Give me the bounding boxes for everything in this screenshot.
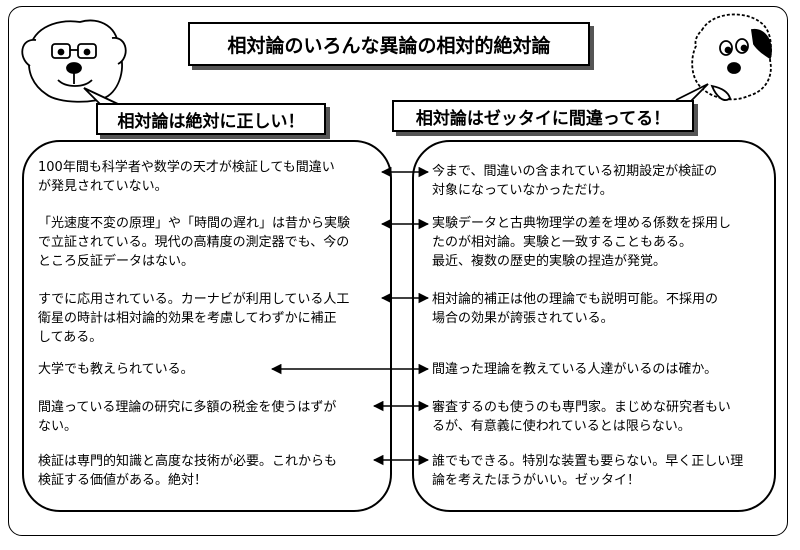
left-argument-2: 「光速度不変の原理」や「時間の遅れ」は昔から実験 で立証されている。現代の高精度… xyxy=(38,216,351,269)
right-callout-tail xyxy=(675,83,709,103)
left-argument-4: 大学でも教えられている。 xyxy=(38,362,194,377)
diagram-title: 相対論のいろんな異論の相対的絶対論 xyxy=(188,22,590,66)
right-argument-4: 間違った理論を教えている人達がいるのは確か。 xyxy=(432,362,718,377)
right-argument-3: 相対論的補正は他の理論でも説明可能。不採用の 場合の効果が誇張されている。 xyxy=(432,292,719,326)
right-argument-2: 実験データと古典物理学の差を埋める係数を採用し たのが相対論。実験と一致すること… xyxy=(432,216,732,269)
left-dog-illustration xyxy=(21,19,127,103)
left-callout-tail xyxy=(83,87,119,105)
right-panel xyxy=(412,140,776,512)
right-argument-6: 誰でもできる。特別な装置も要らない。早く正しい理 論を考えたほうがいい。ゼッタイ… xyxy=(432,454,744,488)
right-header: 相対論はゼッタイに間違ってる！ xyxy=(392,100,694,132)
outer-frame xyxy=(8,6,788,536)
left-panel xyxy=(22,140,392,512)
right-argument-1: 今まで、間違いの含まれている初期設定が検証の 対象になっていなかっただけ。 xyxy=(432,164,718,198)
left-argument-5: 間違っている理論の研究に多額の税金を使うはずが ない。 xyxy=(38,400,337,434)
left-header: 相対論は絶対に正しい！ xyxy=(96,103,326,135)
left-argument-3: すでに応用されている。カーナビが利用している人工 衛星の時計は相対論的効果を考慮… xyxy=(38,292,350,345)
right-argument-5: 審査するのも使うのも専門家。まじめな研究者もい るが、有意義に使われているとは限… xyxy=(432,400,731,434)
left-argument-6: 検証は専門的知識と高度な技術が必要。これからも 検証する価値がある。絶対！ xyxy=(38,454,338,488)
left-argument-1: 100年間も科学者や数学の天才が検証しても間違い が発見されていない。 xyxy=(38,160,335,194)
right-dog-illustration xyxy=(691,13,772,101)
